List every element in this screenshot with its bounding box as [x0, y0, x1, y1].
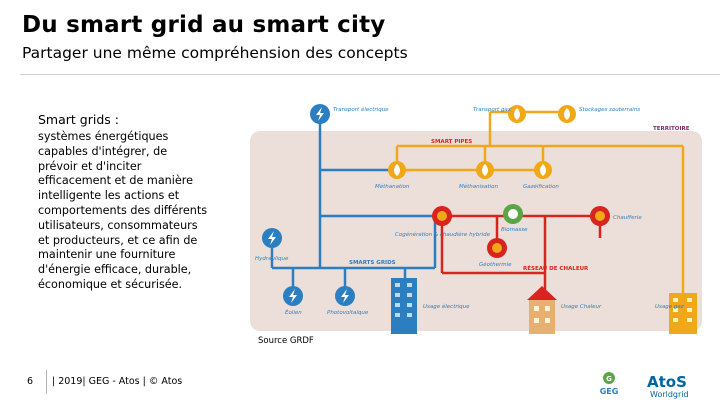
label-hydraulique: Hydraulique — [255, 256, 289, 262]
label-transport-electrique: Transport électrique — [333, 106, 389, 113]
methanation-icon — [388, 161, 406, 179]
atos-logo-subtext: Worldgrid — [650, 390, 689, 399]
gas-network — [395, 110, 685, 303]
label-biomasse: Biomasse — [501, 227, 528, 233]
chaufferie-icon — [590, 206, 610, 226]
label-photovoltaique: Photovoltaïque — [327, 310, 369, 316]
definition-block: Smart grids : systèmes énergétiques capa… — [30, 112, 230, 293]
footer-separator — [46, 370, 47, 394]
usage-gaz-building — [669, 293, 697, 334]
hydraulique-icon — [262, 228, 282, 248]
geg-logo-text: GEG — [600, 387, 619, 396]
usage-electrique-building — [391, 278, 417, 334]
footer-text: | 2019| GEG - Atos | © Atos — [52, 376, 183, 387]
page-number: 6 — [27, 376, 34, 387]
definition-body: systèmes énergétiques capables d'intégre… — [38, 130, 208, 291]
label-cogeneration: Cogénération & chaudière hybride — [395, 231, 491, 238]
usage-chaleur-building — [527, 286, 557, 334]
page-subtitle: Partager une même compréhension des conc… — [22, 44, 408, 62]
atos-logo: AtoS Worldgrid — [647, 373, 689, 399]
page-title: Du smart grid au smart city — [22, 12, 386, 38]
geothermie-icon — [487, 238, 507, 258]
label-usage-electrique: Usage électrique — [423, 303, 470, 310]
transport-gaz-icon — [508, 105, 526, 123]
label-stockages: Stockages souterrains — [579, 107, 640, 113]
label-eolien: Éolien — [285, 308, 302, 316]
source-caption: Source GRDF — [258, 336, 314, 346]
eolien-icon — [283, 286, 303, 306]
energy-network-diagram: TERRITOIRE SMART PIPES SMARTS GRIDS RÉSE… — [250, 104, 702, 334]
label-usage-chaleur: Usage Chaleur — [561, 304, 602, 310]
label-methanation: Méthanation — [375, 183, 410, 190]
geg-logo: G GEG — [596, 370, 622, 397]
label-chaufferie: Chaufferie — [613, 215, 642, 221]
definition-heading: Smart grids : — [38, 112, 119, 127]
methanisation-icon — [476, 161, 494, 179]
label-geothermie: Géothermie — [479, 261, 512, 268]
atos-logo-text: AtoS — [647, 373, 687, 391]
label-methanisation: Méthanisation — [459, 183, 498, 190]
label-territoire: TERRITOIRE — [653, 126, 690, 132]
header-divider — [20, 74, 720, 75]
label-usage-gaz: Usage gaz — [655, 304, 684, 310]
label-gazeification: Gazéification — [523, 183, 559, 190]
transport-electrique-icon — [310, 104, 330, 124]
gazeification-icon — [534, 161, 552, 179]
label-transport-gaz: Transport gaz — [473, 107, 511, 113]
label-reseau-chaleur: RÉSEAU DE CHALEUR — [523, 264, 589, 272]
photovoltaique-icon — [335, 286, 355, 306]
cogeneration-icon — [432, 206, 452, 226]
biomasse-icon — [503, 204, 523, 224]
label-smart-pipes: SMART PIPES — [431, 139, 472, 145]
stockages-icon — [558, 105, 576, 123]
label-smarts-grids: SMARTS GRIDS — [349, 260, 396, 266]
svg-text:G: G — [606, 375, 612, 383]
territory-area — [250, 131, 702, 331]
